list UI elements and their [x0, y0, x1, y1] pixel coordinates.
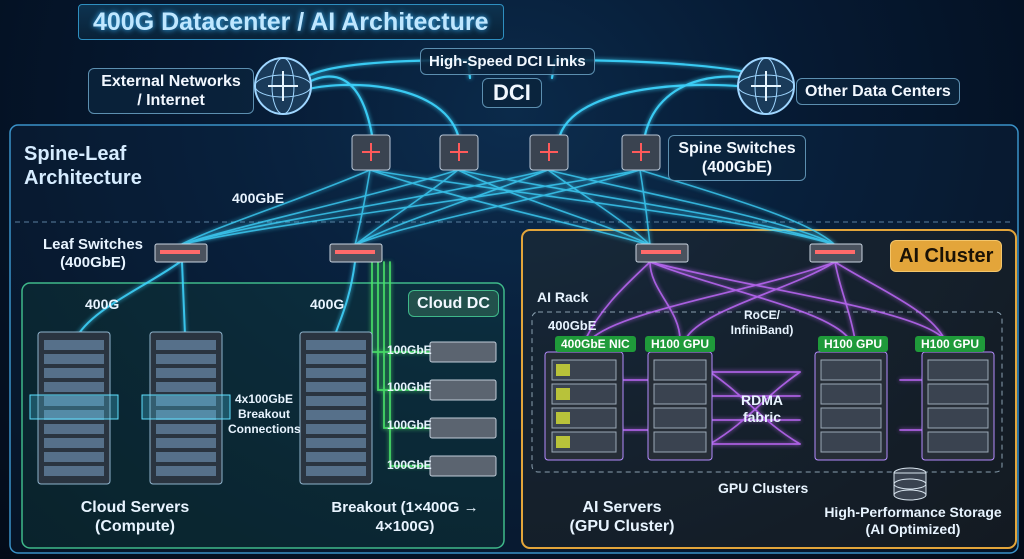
- spine-leaf-region: [9, 124, 1019, 554]
- roce-label: RoCE/ InfiniBand): [730, 308, 794, 337]
- external-router-icon: [254, 57, 312, 115]
- spine-switch-4-icon: [621, 134, 661, 171]
- gpu-tag-3: H100 GPU: [915, 336, 986, 352]
- spine-leaf-heading: Spine-Leaf Architecture: [24, 143, 142, 189]
- breakout-server-3-icon: [429, 417, 497, 439]
- gpu-tag-2: H100 GPU: [818, 336, 889, 352]
- spine-switch-3-icon: [529, 134, 569, 171]
- cloud-rack-1-icon: [29, 331, 119, 485]
- link-400g-b-label: 400G: [310, 296, 345, 312]
- breakout-link-4: 100GbE: [387, 458, 432, 472]
- ai-server-1-icon: [544, 351, 624, 461]
- cloud-dc-badge: Cloud DC: [408, 290, 499, 317]
- spine-switch-1-icon: [351, 134, 391, 171]
- breakout-connections-label: 4x100GbE Breakout Connections: [228, 392, 301, 436]
- spine-switches-label: Spine Switches (400GbE): [668, 135, 806, 181]
- breakout-rack-icon: [299, 331, 373, 485]
- leaf-switches-label: Leaf Switches (400GbE): [42, 236, 144, 271]
- speed-400gbe-label: 400GbE: [232, 190, 285, 206]
- link-400g-a-label: 400G: [85, 296, 120, 312]
- ai-servers-label: AI Servers (GPU Cluster): [569, 499, 675, 535]
- ai-server-3-icon: [814, 351, 888, 461]
- leaf-switch-4-icon: [809, 243, 863, 263]
- ai-fabric-links: [584, 261, 946, 445]
- ai-server-4-icon: [921, 351, 995, 461]
- cloud-rack-2-icon: [141, 331, 231, 485]
- rdma-label: RDMA fabric: [741, 392, 783, 425]
- leaf-switch-3-icon: [635, 243, 689, 263]
- breakout-link-3: 100GbE: [387, 418, 432, 432]
- ai-rack-label: AI Rack: [537, 289, 589, 305]
- storage-label: High-Performance Storage (AI Optimized): [824, 504, 1002, 537]
- gpu-tag-1: H100 GPU: [645, 336, 716, 352]
- external-networks-label: External Networks / Internet: [88, 68, 254, 114]
- other-dcs-label: Other Data Centers: [796, 78, 960, 105]
- ai-server-2-icon: [647, 351, 713, 461]
- dci-label: DCI: [482, 78, 542, 108]
- breakout-link-2: 100GbE: [387, 380, 432, 394]
- ai-cluster-badge: AI Cluster: [890, 240, 1003, 272]
- breakout-link-1: 100GbE: [387, 343, 432, 357]
- gpu-clusters-label: GPU Clusters: [718, 480, 809, 496]
- leaf-switch-2-icon: [329, 243, 383, 263]
- leaf-server-links: [74, 261, 356, 341]
- other-dc-router-icon: [737, 57, 795, 115]
- leaf-switch-1-icon: [154, 243, 208, 263]
- breakout-server-4-icon: [429, 455, 497, 477]
- breakout-server-2-icon: [429, 379, 497, 401]
- cloud-servers-label: Cloud Servers (Compute): [80, 499, 190, 535]
- page-title: 400G Datacenter / AI Architecture: [78, 4, 504, 40]
- dci-links-label: High-Speed DCI Links: [420, 48, 595, 75]
- breakout-label: Breakout (1×400G → 4×100G): [331, 499, 479, 535]
- storage-icon: [893, 467, 927, 501]
- spine-leaf-mesh: [179, 169, 836, 246]
- ai-rack-frame: [531, 311, 1003, 473]
- nic-speed-label: 400GbE: [548, 318, 597, 333]
- breakout-server-1-icon: [429, 341, 497, 363]
- spine-switch-2-icon: [439, 134, 479, 171]
- nic-tag: 400GbE NIC: [555, 336, 636, 352]
